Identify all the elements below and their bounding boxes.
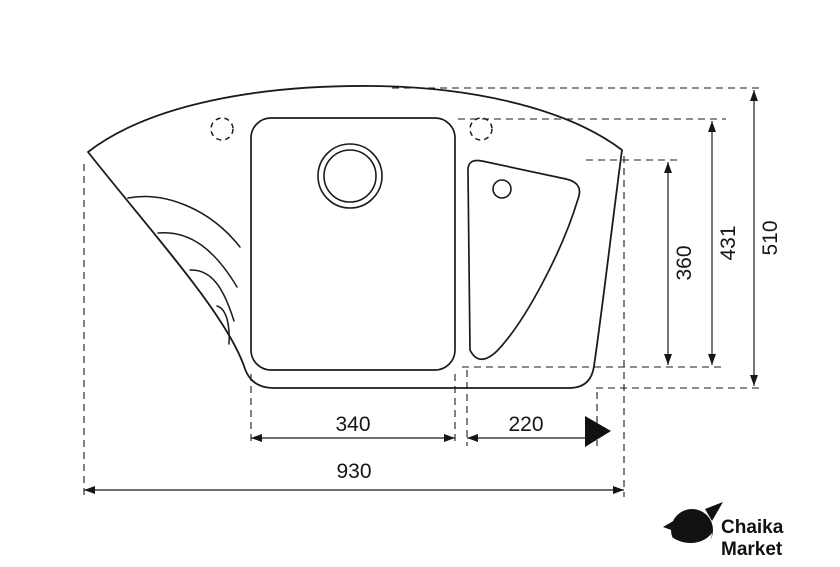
tap-hole-right	[469, 117, 493, 141]
side-bowl	[467, 159, 581, 361]
side-bowl-drain	[492, 179, 512, 199]
brand-name-line2: Market	[721, 539, 783, 560]
dim-label-total-width: 930	[336, 460, 371, 483]
tap-hole-left	[210, 117, 234, 141]
drainboard-groove-3	[189, 269, 235, 322]
black-arrow-marker	[585, 416, 611, 447]
main-bowl-drain-inner	[323, 149, 377, 203]
dim-label-side-bowl-depth: 360	[673, 245, 696, 280]
main-bowl-drain-outer	[317, 143, 383, 209]
drainboard-groove-1	[127, 195, 241, 248]
dim-label-main-bowl-depth: 431	[717, 225, 740, 260]
main-bowl	[250, 117, 456, 371]
seagull-icon	[663, 502, 723, 552]
dim-label-side-bowl-width: 220	[508, 413, 543, 436]
brand-name-line1: Chaika	[721, 517, 784, 538]
drainboard-groove-2	[157, 231, 238, 288]
dim-label-main-bowl-width: 340	[335, 413, 370, 436]
dim-label-total-depth: 510	[759, 220, 782, 255]
drainboard-groove-4	[216, 305, 230, 345]
brand-logo: Chaika Market	[663, 502, 784, 560]
